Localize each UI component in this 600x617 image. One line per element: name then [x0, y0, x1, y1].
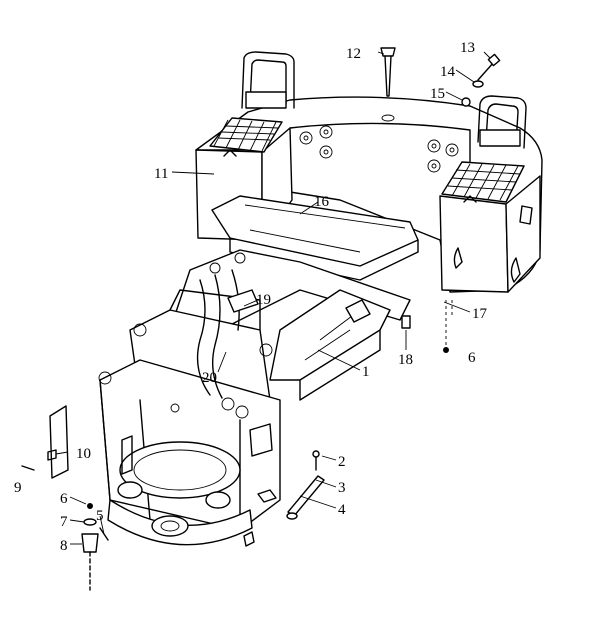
counterweight: [195, 51, 543, 293]
callout-13: 13: [460, 40, 475, 56]
washer-14: [472, 80, 484, 88]
plate-10: [47, 405, 69, 479]
leader-lines: [55, 51, 491, 545]
callout-3: 3: [338, 480, 346, 496]
main-frame: [98, 195, 419, 547]
callout-10: 10: [76, 446, 91, 462]
callout-19: 19: [256, 292, 271, 308]
callout-18: 18: [398, 352, 413, 368]
nut-6-right: [443, 347, 449, 353]
link-3: [286, 450, 325, 520]
bushing-8: [81, 533, 99, 591]
callout-15: 15: [430, 86, 445, 102]
callout-labels: 1 2 3 4 5 6 6 7 8 9 10 11 12 13 14 15 16…: [14, 40, 488, 554]
bolt-18: [401, 315, 411, 329]
callout-6-right: 6: [468, 350, 476, 366]
callout-1: 1: [362, 364, 370, 380]
callout-11: 11: [154, 166, 168, 182]
callout-5: 5: [96, 508, 104, 524]
callout-8: 8: [60, 538, 68, 554]
callout-2: 2: [338, 454, 346, 470]
callout-9: 9: [14, 480, 22, 496]
callout-16: 16: [314, 194, 330, 210]
nut-6-left: [87, 503, 93, 509]
washer-7: [83, 518, 97, 526]
callout-4: 4: [338, 502, 346, 518]
bolt-13: [477, 53, 501, 81]
callout-14: 14: [440, 64, 456, 80]
nut-15: [461, 97, 471, 107]
callout-12: 12: [346, 46, 361, 62]
callout-6-left: 6: [60, 491, 68, 507]
callout-7: 7: [60, 514, 68, 530]
screw-9: [21, 465, 35, 471]
callout-17: 17: [472, 306, 488, 322]
callout-20: 20: [202, 370, 217, 386]
